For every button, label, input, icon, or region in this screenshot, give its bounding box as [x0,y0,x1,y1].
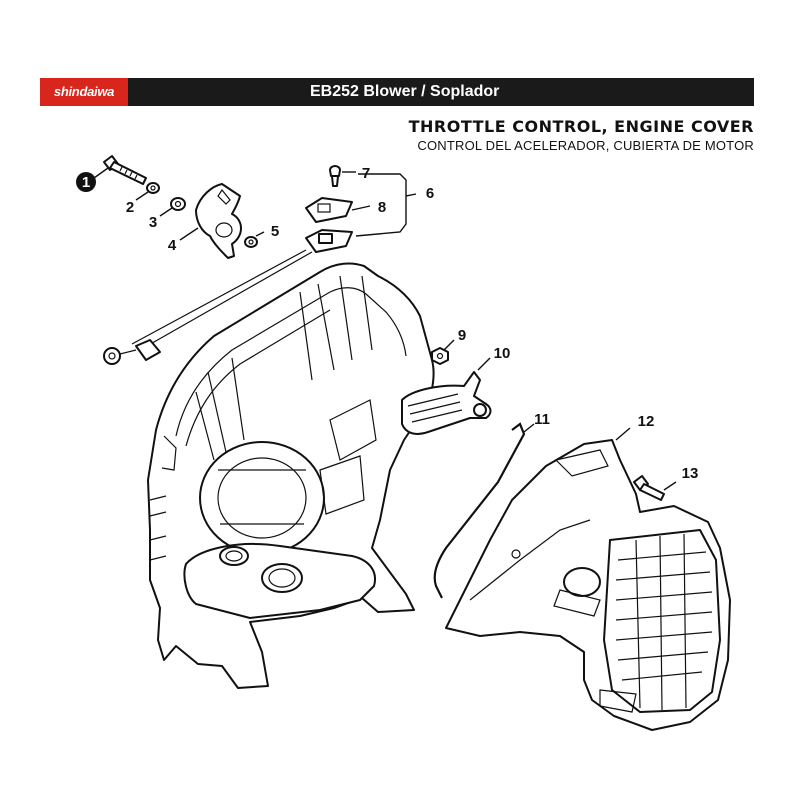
callout-13: 13 [682,465,699,482]
callout-6: 6 [426,185,434,202]
part-throttle-trigger-10 [401,371,492,435]
callout-9: 9 [458,327,466,344]
callout-badge-1 [76,172,96,192]
callout-numbers: 1 2 3 4 5 6 7 8 9 10 11 12 13 [76,165,698,482]
part-throttle-lever-4 [195,183,242,259]
brand-logo: shindaiwa [40,78,128,106]
part-washer-2 [146,182,160,194]
section-title-en: THROTTLE CONTROL, ENGINE COVER [408,117,754,136]
callout-2: 2 [126,199,134,216]
callout-12: 12 [638,413,655,430]
part-washer-5 [244,236,258,248]
callout-4: 4 [168,237,177,254]
callout-3: 3 [149,214,157,231]
part-nut-9 [431,347,449,365]
part-stop-switch [305,229,353,253]
part-switch-plate-8 [305,197,353,223]
callout-5: 5 [271,223,279,240]
part-screw-1 [103,155,147,185]
callout-10: 10 [494,345,511,362]
callout-1: 1 [82,174,90,191]
callout-11: 11 [534,411,550,428]
part-screw-13 [633,475,665,501]
part-screw-7 [329,165,341,187]
callout-7: 7 [362,165,370,182]
part-engine-cover-12 [445,439,731,731]
part-washer-3 [170,197,186,211]
callout-8: 8 [378,199,386,216]
part-wire-harness [103,249,313,365]
callout-leaders [93,167,677,491]
part-main-housing [147,262,435,689]
header-bar [40,78,754,106]
model-title: EB252 Blower / Soplador [310,83,500,100]
section-title-es: CONTROL DEL ACELERADOR, CUBIERTA DE MOTO… [417,138,754,153]
part-throttle-rod-11 [433,422,526,599]
